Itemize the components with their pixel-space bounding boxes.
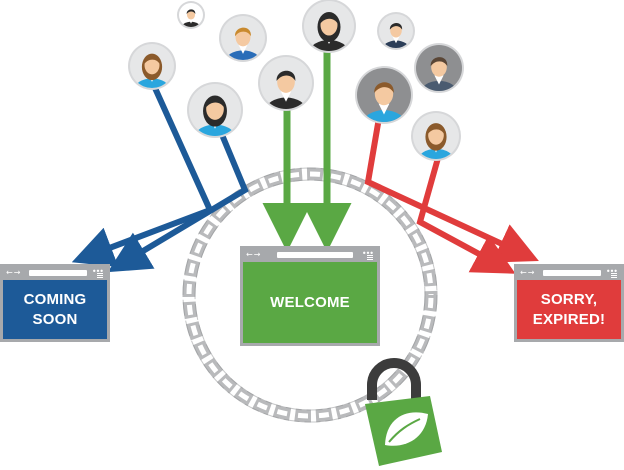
user-avatar-icon	[128, 42, 176, 90]
back-forward-icon: ←→	[520, 268, 536, 277]
user-avatar-icon	[377, 12, 415, 50]
window-titlebar: ←→ •••	[3, 267, 107, 280]
menu-icon	[97, 273, 103, 278]
address-bar	[29, 270, 87, 276]
user-avatar-icon	[219, 14, 267, 62]
leaf-icon	[385, 412, 428, 446]
coming-soon-window: ←→ ••• COMING SOON	[0, 264, 110, 342]
user-avatar-icon	[411, 111, 461, 161]
window-dots-icon: •••	[361, 249, 374, 258]
window-titlebar: ←→ •••	[517, 267, 621, 280]
welcome-window: ←→ ••• WELCOME	[240, 246, 380, 346]
user-avatar-icon	[258, 55, 314, 111]
user-avatar-icon	[302, 0, 356, 53]
padlock-icon	[365, 358, 442, 466]
back-forward-icon: ←→	[6, 268, 22, 277]
arrow-icon	[107, 128, 249, 273]
user-avatar-icon	[355, 66, 413, 124]
red-arrows	[364, 111, 539, 274]
window-dots-icon: •••	[91, 267, 104, 276]
menu-icon	[367, 255, 373, 260]
arrow-icon	[416, 157, 516, 274]
back-forward-icon: ←→	[246, 250, 262, 259]
green-arrows	[262, 50, 352, 252]
window-titlebar: ←→ •••	[243, 249, 377, 262]
address-bar	[543, 270, 601, 276]
address-bar	[277, 252, 353, 258]
expired-label: SORRY, EXPIRED!	[517, 280, 621, 339]
window-dots-icon: •••	[605, 267, 618, 276]
coming-soon-label: COMING SOON	[3, 280, 107, 339]
chain-icon	[182, 167, 438, 423]
user-avatar-icon	[177, 1, 205, 29]
user-avatars	[128, 0, 464, 161]
arrow-icon	[364, 111, 539, 263]
blue-arrows	[71, 86, 249, 273]
expired-window: ←→ ••• SORRY, EXPIRED!	[514, 264, 624, 342]
user-avatar-icon	[414, 43, 464, 93]
user-avatar-icon	[187, 82, 243, 138]
menu-icon	[611, 273, 617, 278]
welcome-label: WELCOME	[243, 262, 377, 343]
